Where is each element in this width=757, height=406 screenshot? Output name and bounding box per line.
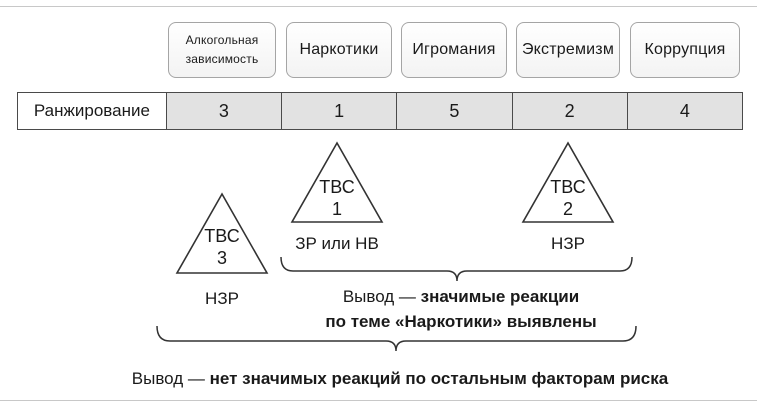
triangle-3-line2: 3 [216, 248, 227, 268]
triangle-3-line1: ТВС [204, 226, 240, 246]
conclusion-inner-line1: Вывод — значимые реакции [296, 284, 626, 309]
rank-value-gambling: 5 [396, 93, 512, 129]
conclusion-inner-line2: по теме «Наркотики» выявлены [325, 312, 597, 331]
triangle-1-result: ЗР или НВ [295, 234, 379, 253]
triangle-2-line2: 2 [562, 199, 573, 219]
conclusion-inner-lead: Вывод — [342, 287, 416, 306]
conclusion-inner: Вывод — значимые реакции по теме «Наркот… [296, 284, 626, 334]
rank-value-alcohol: 3 [165, 93, 282, 129]
triangle-3-label: ТВС 3 [182, 225, 262, 269]
ranking-row: Ранжирование 3 1 5 2 4 [17, 92, 743, 130]
factor-box-alcohol: Алкогольная зависимость [168, 22, 276, 78]
triangle-2-label: ТВС 2 [528, 176, 608, 220]
rank-value-corruption: 4 [626, 93, 742, 129]
rank-value-extremism: 2 [511, 93, 627, 129]
triangle-3 [175, 192, 269, 274]
conclusion-outer-rest: нет значимых реакций по остальным фактор… [209, 369, 669, 388]
factor-box-corruption: Коррупция [630, 22, 740, 78]
triangle-3-result: НЗР [205, 289, 239, 308]
inner-brace [280, 256, 633, 282]
conclusion-inner-rest: значимые реакции [420, 287, 580, 306]
bottom-divider [0, 400, 757, 401]
factor-box-gambling: Игромания [401, 22, 507, 78]
triangle-2-result: НЗР [551, 234, 585, 253]
conclusion-outer: Вывод — нет значимых реакций по остальны… [60, 366, 740, 391]
triangle-2-line1: ТВС [550, 177, 586, 197]
triangle-1-line1: ТВС [319, 177, 355, 197]
outer-brace [156, 325, 637, 352]
top-divider [0, 0, 757, 7]
conclusion-outer-lead: Вывод — [131, 369, 205, 388]
factor-box-extremism: Экстремизм [516, 22, 620, 78]
factor-box-drugs: Наркотики [286, 22, 392, 78]
triangle-1-line2: 1 [331, 199, 342, 219]
triangle-1-label: ТВС 1 [297, 176, 377, 220]
triangle-1 [290, 141, 384, 223]
rank-value-drugs: 1 [281, 93, 397, 129]
triangle-2 [521, 141, 615, 223]
ranking-label: Ранжирование [18, 93, 166, 129]
